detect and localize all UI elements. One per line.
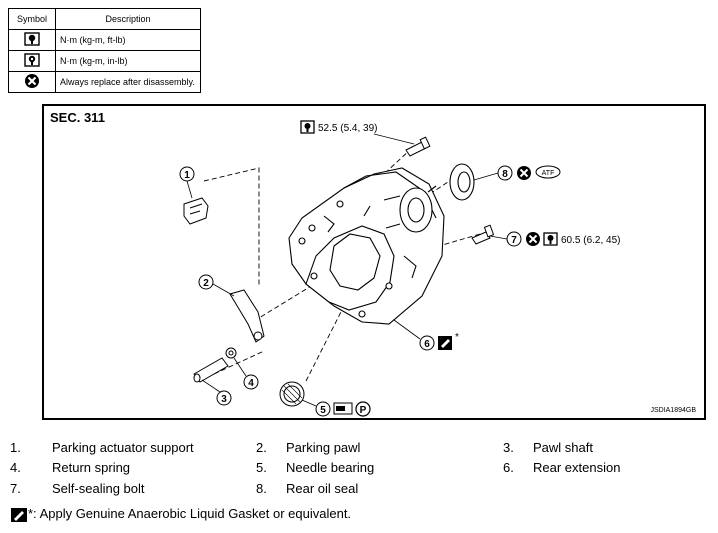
part-name: Pawl shaft [533, 440, 593, 455]
callout-6: 6 [419, 335, 435, 351]
callout-4: 4 [243, 374, 259, 390]
callout-7: 7 [506, 231, 522, 247]
torque-top-value: 52.5 (5.4, 39) [318, 123, 377, 134]
legend-desc: Always replace after disassembly. [55, 71, 201, 93]
parts-row: 7. Self-sealing bolt 8. Rear oil seal [0, 481, 718, 499]
callout-2: 2 [198, 274, 214, 290]
torque-wrench-icon [300, 120, 315, 134]
part-number: 4. [10, 460, 21, 475]
section-label: SEC. 311 [50, 110, 105, 125]
svg-text:4: 4 [248, 378, 254, 389]
callout-5: 5 [315, 401, 331, 417]
return-spring-drawing [225, 347, 237, 359]
self-sealing-bolt-drawing [471, 224, 495, 245]
svg-text:5: 5 [320, 405, 326, 416]
part-name: Rear oil seal [286, 481, 359, 496]
always-replace-icon [8, 71, 56, 93]
svg-text:P: P [360, 405, 367, 416]
part-name: Parking pawl [286, 440, 361, 455]
part-number: 3. [503, 440, 514, 455]
gasket-note: *: Apply Genuine Anaerobic Liquid Gasket… [10, 506, 351, 523]
part-number: 2. [256, 440, 267, 455]
rear-extension-drawing [288, 167, 445, 325]
parking-actuator-support-drawing [183, 197, 209, 225]
exploded-view-figure: SEC. 311 JSDIA1894GB [42, 104, 706, 420]
part-name: Needle bearing [286, 460, 375, 475]
svg-text:8: 8 [502, 169, 508, 180]
svg-text:7: 7 [511, 235, 517, 246]
petroleum-jelly-icon [333, 402, 353, 415]
parts-row: 4. Return spring 5. Needle bearing 6. Re… [0, 460, 718, 478]
legend-desc: N·m (kg-m, ft-lb) [55, 29, 201, 51]
svg-text:6: 6 [424, 339, 430, 350]
legend-desc: N·m (kg-m, in-lb) [55, 50, 201, 72]
svg-text:ATF: ATF [542, 170, 555, 177]
part-number: 5. [256, 460, 267, 475]
legend-row: N·m (kg-m, in-lb) [8, 50, 201, 72]
svg-text:2: 2 [203, 278, 209, 289]
torque-wrench-icon [8, 29, 56, 51]
callout-1: 1 [179, 166, 195, 182]
gasket-icon [438, 336, 452, 350]
parts-row: 1. Parking actuator support 2. Parking p… [0, 440, 718, 458]
atf-badge: ATF [535, 165, 561, 179]
figure-id: JSDIA1894GB [650, 407, 696, 414]
svg-text:1: 1 [184, 170, 190, 181]
legend-row: N·m (kg-m, ft-lb) [8, 29, 201, 51]
needle-bearing-drawing [279, 381, 305, 407]
callout-3: 3 [216, 390, 232, 406]
gasket-icon [11, 507, 27, 522]
always-replace-icon [526, 232, 540, 246]
callout-8: 8 [497, 165, 513, 181]
legend-header-row: Symbol Description [8, 8, 201, 30]
torque-bolt-value: 60.5 (6.2, 45) [561, 235, 620, 246]
part-name: Rear extension [533, 460, 621, 475]
parking-pawl-drawing [229, 289, 265, 343]
part-number: 7. [10, 481, 21, 496]
rear-oil-seal-drawing [449, 163, 475, 201]
part-name: Self-sealing bolt [52, 481, 145, 496]
part-name: Return spring [52, 460, 131, 475]
top-bolt-drawing [405, 136, 431, 157]
torque-wrench-small-icon [8, 50, 56, 72]
part-number: 6. [503, 460, 514, 475]
torque-wrench-icon [543, 232, 558, 246]
part-name: Parking actuator support [52, 440, 194, 455]
exploded-diagram: 1 2 3 4 5 6 7 8 [179, 120, 620, 417]
part-number: 8. [256, 481, 267, 496]
symbol-legend-table: Symbol Description N·m (kg-m, ft-lb) N·m… [8, 8, 201, 93]
legend-header-symbol: Symbol [8, 8, 56, 30]
pawl-shaft-drawing [193, 357, 229, 383]
asterisk-mark: * [455, 332, 459, 343]
always-replace-icon [517, 166, 531, 180]
gasket-note-text: *: Apply Genuine Anaerobic Liquid Gasket… [28, 506, 352, 521]
legend-header-description: Description [55, 8, 201, 30]
p-badge: P [355, 401, 371, 417]
part-number: 1. [10, 440, 21, 455]
svg-text:3: 3 [221, 394, 227, 405]
legend-row: Always replace after disassembly. [8, 71, 201, 93]
